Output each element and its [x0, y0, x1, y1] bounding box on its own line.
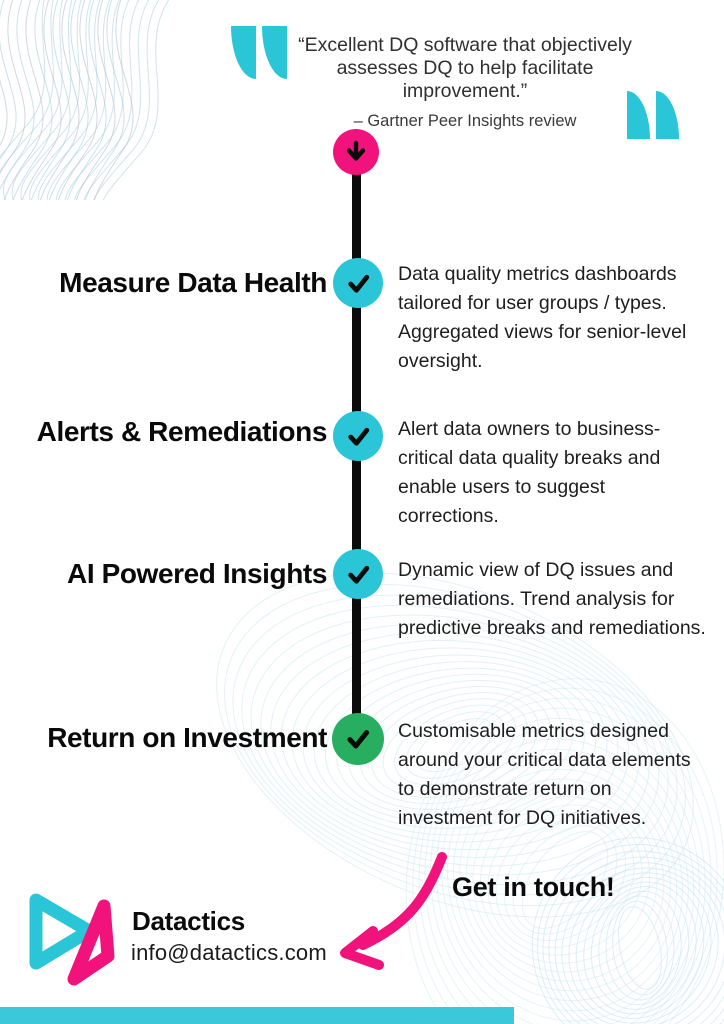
- milestone-title-ai-powered-insights: AI Powered Insights: [67, 558, 327, 589]
- milestone-marker-1: [333, 258, 383, 308]
- milestone-marker-3: [333, 549, 383, 599]
- checkmark-icon: [347, 274, 369, 293]
- milestone-description-3: Dynamic view of DQ issues and remediatio…: [398, 559, 706, 639]
- checkmark-icon: [347, 427, 369, 446]
- close-quote-icon: [627, 91, 679, 139]
- quote-line-2: assesses DQ to help facilitate improveme…: [336, 57, 594, 102]
- email-link[interactable]: info@datactics.com: [131, 940, 327, 965]
- open-quote-icon: [231, 26, 287, 79]
- datactics-logo: [29, 893, 115, 986]
- checkmark-icon: [347, 565, 369, 584]
- milestone-description-1: Data quality metrics dashboards tailored…: [398, 263, 687, 372]
- quote-attribution: – Gartner Peer Insights review: [353, 112, 577, 130]
- milestone-title-return-on-investment: Return on Investment: [47, 722, 327, 753]
- quote-line-1: “Excellent DQ software that objectively: [298, 34, 632, 56]
- milestone-description-4: Customisable metrics designed around you…: [398, 720, 691, 829]
- bottom-accent-bar: [0, 1007, 514, 1024]
- company-name: Datactics: [132, 906, 245, 936]
- get-in-touch-label: Get in touch!: [452, 872, 615, 902]
- checkmark-icon: [347, 730, 370, 749]
- curved-arrow-icon: [340, 852, 447, 970]
- milestone-title-alerts-remediations: Alerts & Remediations: [36, 416, 328, 447]
- milestone-marker-2: [333, 411, 383, 461]
- timeline-start-marker: [333, 129, 379, 175]
- milestone-description-2: Alert data owners to business-critical d…: [398, 418, 661, 527]
- milestone-title-measure-data-health: Measure Data Health: [59, 267, 327, 298]
- arrow-down-icon: [346, 140, 366, 161]
- wave-lines-decoration-top-left: [0, 0, 176, 200]
- milestone-marker-4: [332, 713, 384, 765]
- testimonial-quote: “Excellent DQ software that objectively …: [285, 34, 645, 133]
